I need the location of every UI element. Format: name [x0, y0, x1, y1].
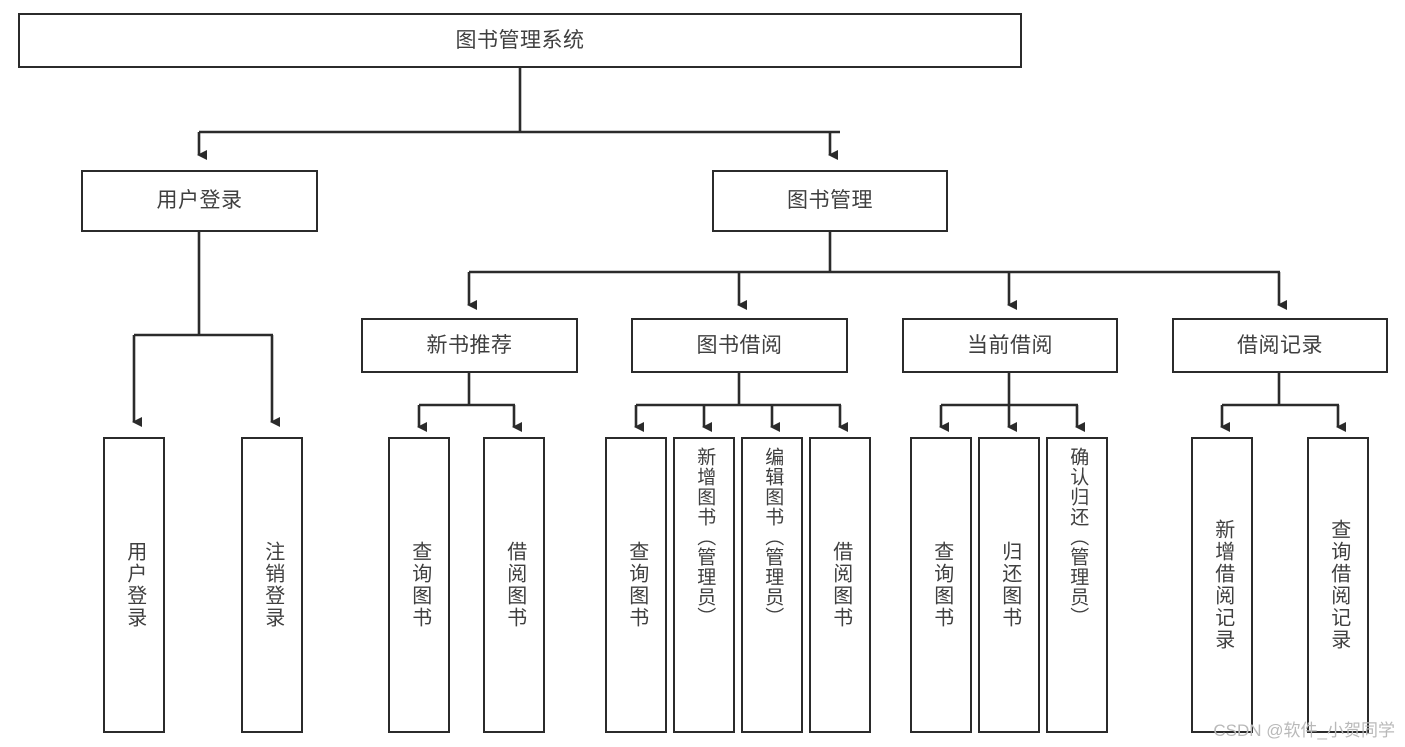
node-root[interactable]: 图书管理系统	[18, 13, 1022, 68]
node-book-manage-label: 图书管理	[787, 189, 873, 213]
node-leaf-return-book[interactable]: 归还图书	[978, 437, 1040, 733]
node-leaf-add-book-label: 新增图书（管理员）	[694, 447, 716, 627]
node-leaf-return-book-label: 归还图书	[998, 541, 1021, 629]
node-leaf-user-logout[interactable]: 注销登录	[241, 437, 303, 733]
node-leaf-add-record[interactable]: 新增借阅记录	[1191, 437, 1253, 733]
node-book-borrow[interactable]: 图书借阅	[631, 318, 848, 373]
node-book-manage[interactable]: 图书管理	[712, 170, 948, 232]
node-leaf-query-record[interactable]: 查询借阅记录	[1307, 437, 1369, 733]
node-user-login[interactable]: 用户登录	[81, 170, 318, 232]
node-borrow-record-label: 借阅记录	[1237, 333, 1323, 357]
node-leaf-add-book[interactable]: 新增图书（管理员）	[673, 437, 735, 733]
node-leaf-user-login[interactable]: 用户登录	[103, 437, 165, 733]
node-leaf-add-record-label: 新增借阅记录	[1211, 519, 1234, 651]
node-leaf-query-book-1-label: 查询图书	[408, 541, 431, 629]
node-new-book-recommend[interactable]: 新书推荐	[361, 318, 578, 373]
node-new-book-recommend-label: 新书推荐	[426, 333, 513, 357]
node-leaf-query-book-1[interactable]: 查询图书	[388, 437, 450, 733]
node-current-borrow[interactable]: 当前借阅	[902, 318, 1118, 373]
node-leaf-borrow-book-1-label: 借阅图书	[503, 541, 526, 629]
node-leaf-query-book-2-label: 查询图书	[625, 541, 648, 629]
node-leaf-edit-book-label: 编辑图书（管理员）	[762, 447, 784, 627]
node-leaf-edit-book[interactable]: 编辑图书（管理员）	[741, 437, 803, 733]
node-leaf-query-book-3-label: 查询图书	[930, 541, 953, 629]
node-leaf-query-book-2[interactable]: 查询图书	[605, 437, 667, 733]
node-leaf-borrow-book-1[interactable]: 借阅图书	[483, 437, 545, 733]
node-leaf-query-record-label: 查询借阅记录	[1327, 519, 1350, 651]
node-leaf-borrow-book-2-label: 借阅图书	[829, 541, 852, 629]
node-borrow-record[interactable]: 借阅记录	[1172, 318, 1388, 373]
node-root-label: 图书管理系统	[455, 28, 585, 52]
node-leaf-confirm-return[interactable]: 确认归还（管理员）	[1046, 437, 1108, 733]
node-leaf-query-book-3[interactable]: 查询图书	[910, 437, 972, 733]
node-leaf-borrow-book-2[interactable]: 借阅图书	[809, 437, 871, 733]
node-current-borrow-label: 当前借阅	[967, 333, 1053, 357]
node-leaf-user-login-label: 用户登录	[123, 541, 146, 629]
connector-lines	[132, 68, 1346, 432]
node-book-borrow-label: 图书借阅	[696, 333, 783, 357]
node-leaf-user-logout-label: 注销登录	[261, 541, 284, 629]
watermark-text: CSDN @软件_小贺同学	[1213, 721, 1395, 740]
node-user-login-label: 用户登录	[156, 189, 243, 213]
node-leaf-confirm-return-label: 确认归还（管理员）	[1067, 447, 1089, 627]
